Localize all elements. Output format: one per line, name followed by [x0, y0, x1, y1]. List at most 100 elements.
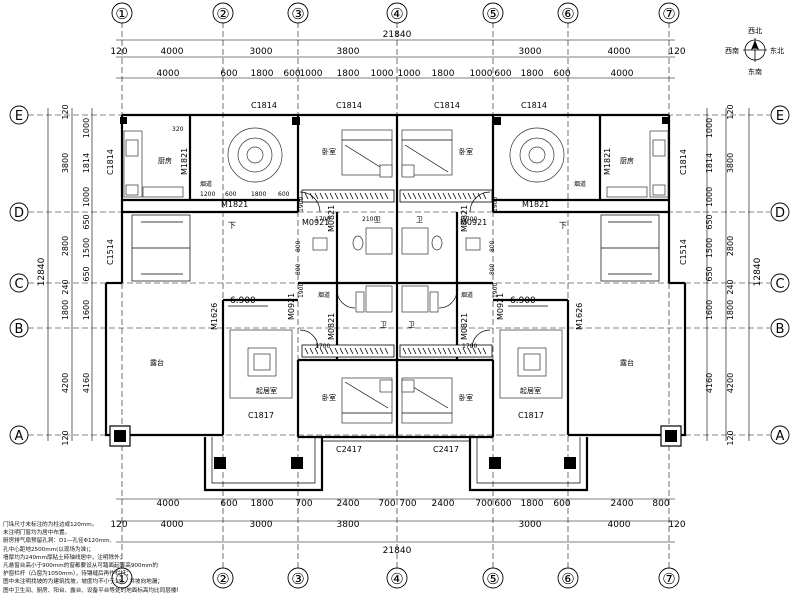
dim-text: 240 — [726, 279, 735, 294]
compass-south-label: 东南 — [748, 67, 762, 76]
dim-text: 120 — [726, 430, 735, 445]
beds — [341, 129, 453, 424]
axis-label-6-bottom: ⑥ — [561, 570, 574, 588]
dim-text: 4000 — [161, 47, 184, 57]
small-dim: 800 — [295, 240, 302, 252]
window-labels: C1814 C1814 C1814 C1814 C1814 C1814 C151… — [106, 101, 688, 454]
dim-text: 2400 — [337, 499, 360, 509]
axis-label-3-top: ③ — [291, 5, 304, 23]
door-label: M0921 — [460, 218, 487, 227]
room-labels: 厨房 厨房 卧室 卧室 卧室 卧室 卫 卫 卫 卫 露台 露台 起居室 起居室 — [150, 147, 634, 402]
dim-text: 1800 — [432, 69, 455, 79]
stair-down-label: 下 — [559, 221, 567, 230]
kitchen-dim: 600 — [225, 191, 237, 198]
dim-text: 3800 — [337, 520, 360, 530]
dim-text: 1000 — [398, 69, 421, 79]
dim-text: 600 — [494, 69, 511, 79]
door-label: M1626 — [210, 303, 219, 330]
dim-text: 800 — [652, 499, 669, 509]
door-label: M0921 — [496, 293, 505, 320]
dim-text: 650 — [705, 214, 714, 229]
flue-label: 烟道 — [461, 291, 473, 299]
dim-text: 1000 — [705, 187, 714, 207]
total-depth-left: 12840 — [37, 257, 47, 286]
dim-text: 1500 — [705, 238, 714, 258]
dim-text: 120 — [668, 520, 685, 530]
bath-dim: 1700 — [462, 343, 477, 350]
dim-text: 120 — [668, 47, 685, 57]
dim-text: 600 — [283, 69, 300, 79]
room-label-bath-1: 卫 — [374, 216, 381, 224]
window-label: C1814 — [251, 101, 277, 110]
dim-text: 1000 — [300, 69, 323, 79]
axis-bubbles-bottom: ① ② ③ ④ ⑤ ⑥ ⑦ — [111, 567, 680, 589]
flue-label: 烟道 — [574, 180, 586, 188]
axis-label-B-left: B — [15, 322, 24, 337]
dim-text: 120 — [110, 520, 127, 530]
compass-icon: 西北 西南 东北 东南 — [725, 27, 784, 76]
flue-label: 烟道 — [318, 291, 330, 299]
axis-label-B-right: B — [776, 322, 785, 337]
dimension-lines — [47, 39, 750, 543]
room-label-terrace-right: 露台 — [620, 358, 634, 367]
dim-text: 2800 — [726, 236, 735, 256]
room-label-living-left: 起居室 — [256, 386, 277, 395]
dimension-chain-right-inner: 1000 1814 1000 650 1500 650 1600 4160 — [705, 118, 714, 393]
dim-text: 240 — [61, 279, 70, 294]
note-line: 门垛尺寸未标注的为柱边或120mm。 — [3, 522, 98, 528]
dim-text: 3000 — [250, 47, 273, 57]
note-line: 厨房排气扇预留孔洞：D1—孔径Φ120mm, — [3, 538, 112, 545]
door-label: M1821 — [603, 148, 612, 175]
dim-text: 1600 — [82, 300, 91, 320]
note-line: 孔中心距地2500mm(以现场为准)； — [3, 546, 95, 553]
compass-north-label: 西北 — [748, 27, 762, 35]
dim-text: 120 — [110, 47, 127, 57]
door-label: M0821 — [460, 313, 469, 340]
dim-text: 600 — [220, 69, 237, 79]
door-label: M0921 — [287, 293, 296, 320]
dim-text: 650 — [82, 266, 91, 281]
dim-text: 4000 — [611, 69, 634, 79]
compass-east-label: 东北 — [770, 46, 784, 55]
dim-text: 1000 — [371, 69, 394, 79]
door-label: M1821 — [180, 148, 189, 175]
axis-label-7-top: ⑦ — [662, 5, 675, 23]
kitchen-dim: 1200 — [200, 191, 215, 198]
dim-text: 700 — [378, 499, 395, 509]
kitchen-dim: 600 — [278, 191, 290, 198]
axis-label-3-bottom: ③ — [291, 570, 304, 588]
dining-tables — [227, 127, 565, 183]
axis-label-4-bottom: ④ — [390, 570, 403, 588]
room-label-terrace-left: 露台 — [150, 358, 164, 367]
room-label-kitchen-left: 厨房 — [158, 156, 172, 165]
dim-text: 3000 — [519, 47, 542, 57]
structural-columns — [109, 117, 682, 469]
dim-text: 3000 — [519, 520, 542, 530]
dim-text: 700 — [399, 499, 416, 509]
dim-text: 1000 — [82, 187, 91, 207]
axis-bubbles-top: ① ② ③ ④ ⑤ ⑥ ⑦ — [111, 2, 680, 24]
dimension-chain-bottom-1: 4000 600 1800 700 2400 700 700 2400 700 … — [157, 499, 670, 509]
dimension-chain-left-outer: 120 3800 2800 240 1800 4200 120 — [61, 104, 70, 445]
dim-text: 3800 — [726, 153, 735, 173]
dim-text: 4000 — [608, 520, 631, 530]
elevation-label-right: 6.900 — [510, 296, 536, 306]
dim-text: 120 — [61, 104, 70, 119]
dim-text: 2400 — [432, 499, 455, 509]
total-width-bottom: 21840 — [383, 546, 412, 556]
small-dim: 800 — [489, 263, 496, 275]
stair-down-labels: 下 下 — [228, 221, 567, 230]
bath-dim: 1700 — [315, 216, 330, 223]
dim-text: 1800 — [251, 499, 274, 509]
room-label-kitchen-right: 厨房 — [620, 156, 634, 165]
window-label: C2417 — [433, 445, 459, 454]
dimension-chain-left-inner: 1000 1814 1000 650 1500 650 1600 4160 — [82, 118, 91, 393]
wardrobes — [301, 189, 493, 358]
dim-text: 1000 — [82, 118, 91, 138]
axis-label-A-left: A — [15, 429, 24, 444]
dim-text: 650 — [82, 214, 91, 229]
window-label: C1814 — [336, 101, 362, 110]
door-swings — [299, 191, 491, 349]
axis-bubbles-left: E D C B A — [9, 105, 29, 445]
total-depth-right: 12840 — [753, 257, 763, 286]
